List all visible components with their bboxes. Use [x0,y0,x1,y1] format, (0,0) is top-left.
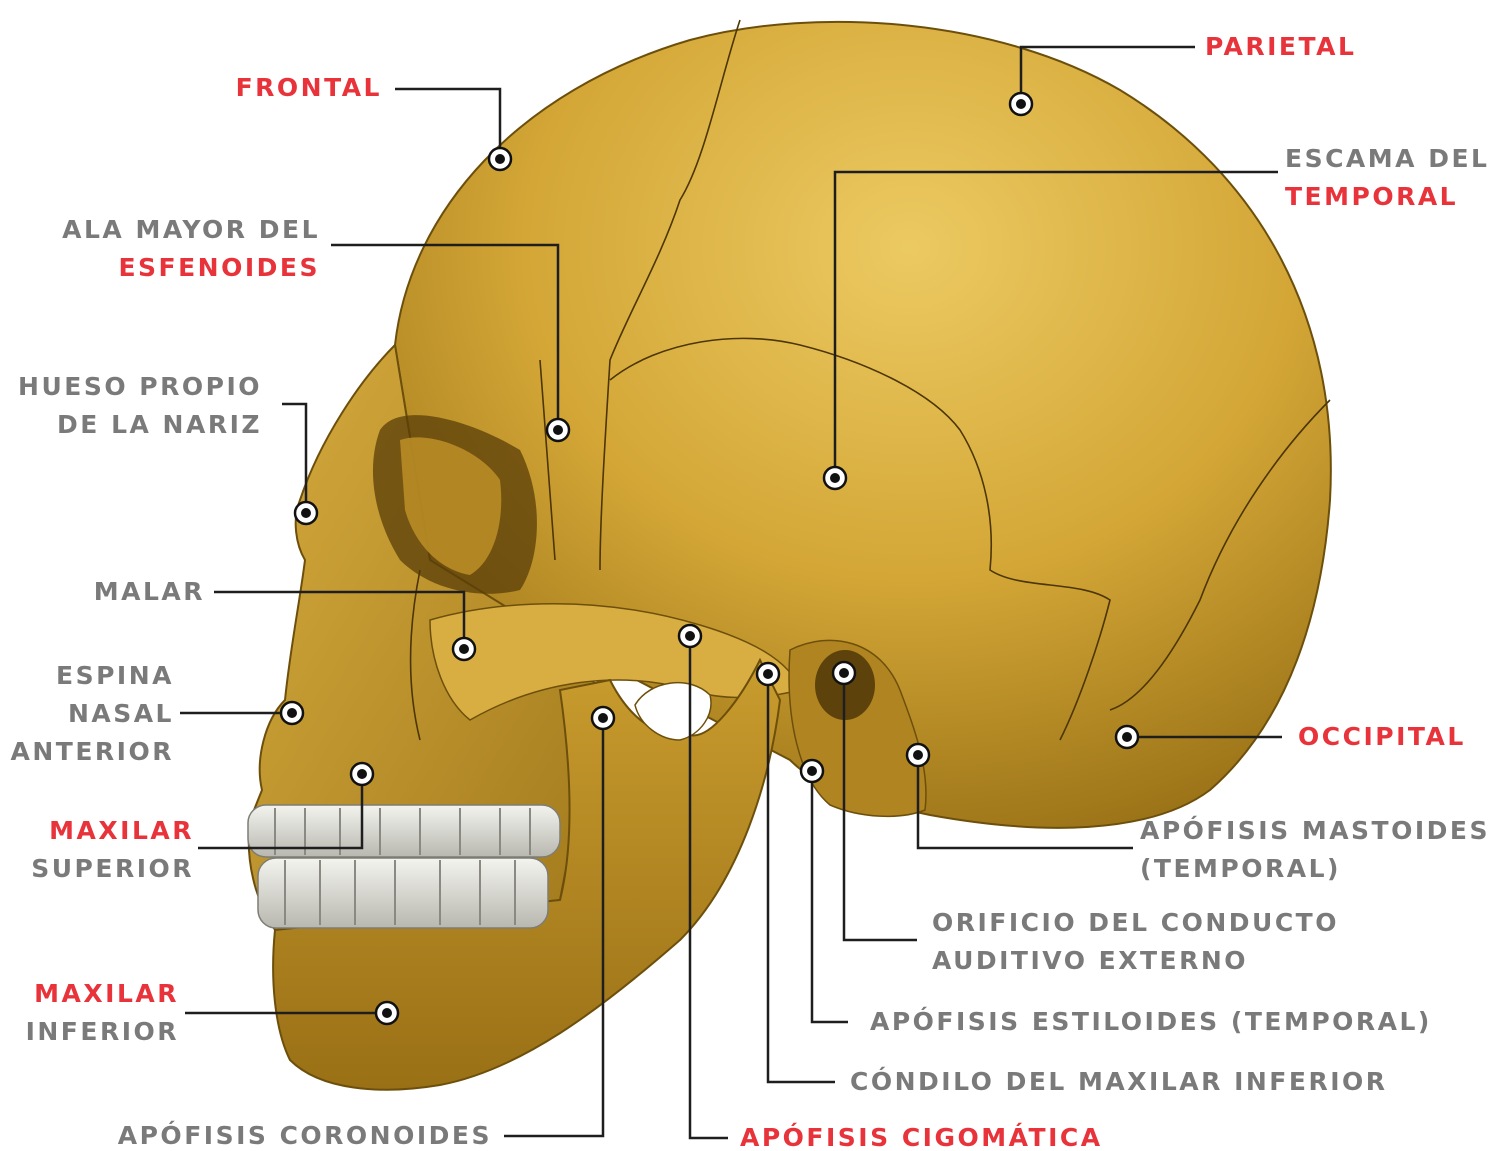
marker-hueso-nariz [295,502,317,524]
label-maxsup-line2: SUPERIOR [31,850,194,888]
marker-maxilar-superior [351,763,373,785]
marker-espina-nasal [281,702,303,724]
label-estiloides-text: APÓFISIS ESTILOIDES (TEMPORAL) [870,1003,1432,1041]
marker-occipital [1116,726,1138,748]
label-coronoides: APÓFISIS CORONOIDES [118,1117,492,1151]
marker-estiloides [801,760,823,782]
label-malar-text: MALAR [94,573,205,611]
label-mastoides-line1: APÓFISIS MASTOIDES [1140,812,1490,850]
marker-frontal [489,148,511,170]
marker-maxilar-inferior [376,1002,398,1024]
label-maxinf-line1: MAXILAR [26,975,179,1013]
label-occipital: OCCIPITAL [1298,718,1466,756]
label-parietal-text: PARIETAL [1205,28,1356,66]
marker-parietal [1010,93,1032,115]
marker-coronoides [592,707,614,729]
label-espina-line3: ANTERIOR [11,733,174,771]
label-frontal: FRONTAL [236,69,382,107]
label-escama-temporal: ESCAMA DEL TEMPORAL [1285,140,1489,216]
label-maxsup-line1: MAXILAR [31,812,194,850]
label-orificio-line2: AUDITIVO EXTERNO [932,942,1339,980]
label-estiloides: APÓFISIS ESTILOIDES (TEMPORAL) [870,1003,1432,1041]
label-cigomatica-text: APÓFISIS CIGOMÁTICA [740,1119,1103,1151]
label-ala-line2: ESFENOIDES [62,249,320,287]
marker-mastoides [907,744,929,766]
label-mastoides: APÓFISIS MASTOIDES (TEMPORAL) [1140,812,1490,888]
label-hueso-line2: DE LA NARIZ [18,406,262,444]
label-malar: MALAR [94,573,205,611]
label-cigomatica: APÓFISIS CIGOMÁTICA [740,1119,1103,1151]
label-ala-line1: ALA MAYOR DEL [62,211,320,249]
label-espina-line2: NASAL [11,695,174,733]
label-escama-line2: TEMPORAL [1285,178,1489,216]
label-orificio-line1: ORIFICIO DEL CONDUCTO [932,904,1339,942]
label-maxilar-superior: MAXILAR SUPERIOR [31,812,194,888]
label-hueso-nariz: HUESO PROPIO DE LA NARIZ [18,368,262,444]
marker-cigomatica [679,625,701,647]
label-mastoides-line2: (TEMPORAL) [1140,850,1490,888]
label-espina-line1: ESPINA [11,657,174,695]
label-coronoides-text: APÓFISIS CORONOIDES [118,1117,492,1151]
label-parietal: PARIETAL [1205,28,1356,66]
label-orificio: ORIFICIO DEL CONDUCTO AUDITIVO EXTERNO [932,904,1339,980]
label-condilo-text: CÓNDILO DEL MAXILAR INFERIOR [850,1063,1388,1101]
marker-condilo [757,663,779,685]
label-condilo: CÓNDILO DEL MAXILAR INFERIOR [850,1063,1388,1101]
marker-ala-mayor [547,419,569,441]
marker-escama-temporal [824,467,846,489]
marker-orificio [833,662,855,684]
label-occipital-text: OCCIPITAL [1298,718,1466,756]
label-espina-nasal: ESPINA NASAL ANTERIOR [11,657,174,771]
label-ala-mayor: ALA MAYOR DEL ESFENOIDES [62,211,320,287]
label-maxinf-line2: INFERIOR [26,1013,179,1051]
label-hueso-line1: HUESO PROPIO [18,368,262,406]
teeth [248,805,560,928]
label-maxilar-inferior: MAXILAR INFERIOR [26,975,179,1051]
label-escama-line1: ESCAMA DEL [1285,140,1489,178]
label-frontal-text: FRONTAL [236,69,382,107]
marker-malar [453,638,475,660]
